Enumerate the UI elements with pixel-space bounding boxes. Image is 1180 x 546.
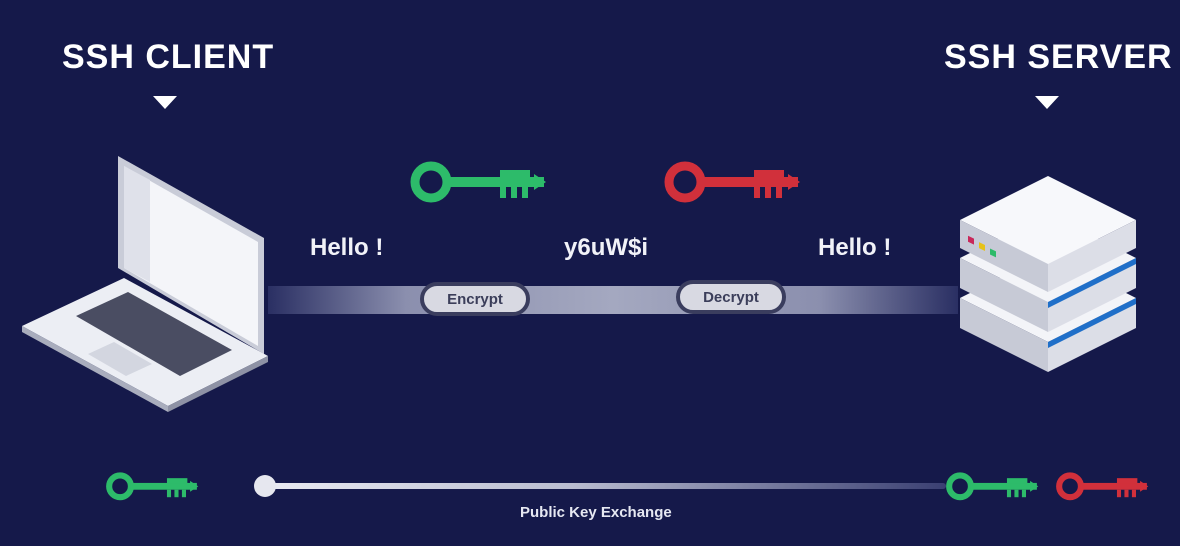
ciphertext-label: y6uW$i [564, 234, 649, 261]
server-title: SSH SERVER [944, 38, 1173, 76]
encrypt-step: Encrypt [420, 282, 530, 316]
server-arrow-down-icon [1035, 96, 1059, 109]
server-public-key-icon [946, 472, 1039, 501]
key-exchange-label: Public Key Exchange [520, 504, 672, 521]
plaintext-left-label: Hello ! [310, 234, 384, 261]
plaintext-right-label: Hello ! [818, 234, 892, 261]
server-stack-icon [960, 176, 1136, 372]
client-arrow-down-icon [153, 96, 177, 109]
red-key-icon [664, 161, 800, 203]
transmission-bar [268, 286, 958, 314]
decrypt-step: Decrypt [676, 280, 786, 314]
laptop-icon [22, 156, 268, 412]
green-key-icon [410, 161, 546, 203]
key-exchange-line [266, 483, 946, 489]
client-public-key-icon [106, 472, 199, 501]
key-exchange-start-dot [254, 475, 276, 497]
client-title: SSH CLIENT [62, 38, 275, 76]
server-private-key-icon [1056, 472, 1149, 501]
